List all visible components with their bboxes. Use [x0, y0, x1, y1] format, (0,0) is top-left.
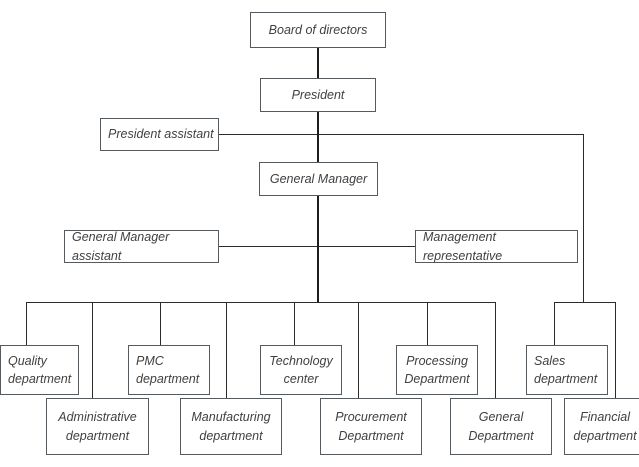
- connector-drop-manufacturing: [226, 302, 227, 398]
- connector-drop-financial: [615, 302, 616, 398]
- connector-president-to-general-manager: [317, 112, 319, 162]
- connector-drop-quality: [26, 302, 27, 345]
- node-quality-department[interactable]: Quality department: [0, 345, 79, 395]
- node-label: Technology center: [269, 353, 333, 386]
- node-general-department[interactable]: General Department: [450, 398, 552, 455]
- node-label: Board of directors: [268, 22, 368, 37]
- connector-management-rep-horizontal: [317, 246, 415, 247]
- connector-board-to-president: [317, 48, 319, 78]
- node-procurement-department[interactable]: Procurement Department: [320, 398, 422, 455]
- node-technology-center[interactable]: Technology center: [260, 345, 342, 395]
- node-label: President: [291, 87, 345, 102]
- node-sales-department[interactable]: Sales department: [526, 345, 608, 395]
- node-president[interactable]: President: [260, 78, 376, 112]
- connector-president-assistant-horizontal: [218, 134, 584, 135]
- node-label: Manufacturing department: [191, 410, 271, 443]
- connector-right-trunk-vertical: [583, 134, 584, 302]
- node-label: President assistant: [108, 127, 214, 142]
- node-general-manager[interactable]: General Manager: [259, 162, 378, 196]
- connector-general-manager-to-bus: [317, 196, 319, 302]
- connector-drop-procurement: [358, 302, 359, 398]
- node-label: PMC department: [136, 353, 200, 386]
- node-label: Procurement Department: [335, 410, 407, 443]
- connector-sales-bus-bar: [554, 302, 615, 303]
- node-board-of-directors[interactable]: Board of directors: [250, 12, 386, 48]
- connector-drop-technology: [294, 302, 295, 345]
- node-label: Management representative: [423, 230, 503, 263]
- node-management-representative[interactable]: Management representative: [415, 230, 578, 263]
- node-label: Financial department: [573, 410, 637, 443]
- node-general-manager-assistant[interactable]: General Manager assistant: [64, 230, 219, 263]
- node-label: Quality department: [8, 353, 72, 386]
- connector-drop-pmc: [160, 302, 161, 345]
- node-processing-department[interactable]: Processing Department: [396, 345, 478, 395]
- node-administrative-department[interactable]: Administrative department: [46, 398, 149, 455]
- connector-drop-processing: [427, 302, 428, 345]
- node-label: Sales department: [534, 353, 598, 386]
- node-label: General Manager assistant: [72, 230, 170, 263]
- connector-drop-administrative: [92, 302, 93, 398]
- node-label: Processing Department: [404, 353, 470, 386]
- node-financial-department[interactable]: Financial department: [564, 398, 639, 455]
- connector-drop-sales: [554, 302, 555, 345]
- node-label: General Manager: [269, 171, 368, 186]
- node-manufacturing-department[interactable]: Manufacturing department: [180, 398, 282, 455]
- node-pmc-department[interactable]: PMC department: [128, 345, 210, 395]
- connector-drop-general-dept: [495, 302, 496, 398]
- connector-main-bus-bar: [26, 302, 496, 303]
- node-label: Administrative department: [58, 410, 137, 443]
- node-president-assistant[interactable]: President assistant: [100, 118, 219, 151]
- node-label: General Department: [468, 410, 534, 443]
- connector-gm-assistant-horizontal: [218, 246, 318, 247]
